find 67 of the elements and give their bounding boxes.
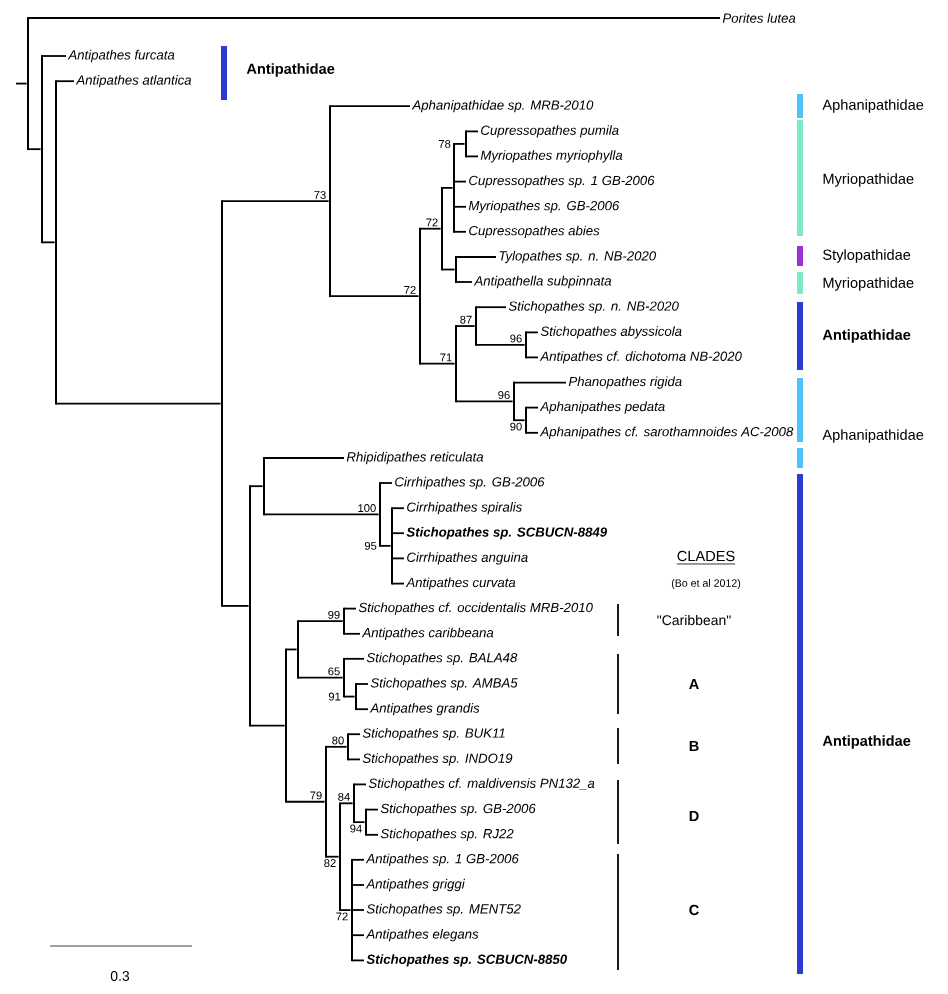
tree-branch bbox=[249, 485, 264, 488]
tree-branch bbox=[453, 143, 466, 145]
tree-branch bbox=[263, 513, 380, 516]
tree-branch bbox=[325, 855, 340, 858]
tree-branch bbox=[455, 400, 514, 403]
tree-branch bbox=[419, 362, 456, 365]
tree-branch bbox=[221, 605, 250, 607]
tree-branch bbox=[347, 758, 361, 761]
tree-branch bbox=[329, 295, 420, 298]
tree-branch bbox=[379, 544, 392, 547]
tree-branch bbox=[351, 909, 365, 911]
tree-branch bbox=[41, 241, 56, 244]
tree-branch bbox=[513, 419, 526, 422]
tree-branch bbox=[343, 607, 357, 610]
tree-branch bbox=[365, 833, 379, 836]
tree-branch bbox=[351, 934, 365, 937]
tree-branch bbox=[355, 683, 369, 685]
tree-branch bbox=[285, 648, 298, 651]
tree-branch bbox=[343, 657, 365, 660]
tree-branch bbox=[391, 582, 405, 585]
tree-branch bbox=[441, 268, 456, 271]
tree-branch bbox=[353, 821, 366, 824]
tree-branch bbox=[297, 620, 344, 623]
tree-branch bbox=[391, 507, 405, 510]
tree-branch bbox=[347, 733, 361, 736]
tree-branch bbox=[55, 402, 222, 405]
tree-branch bbox=[465, 155, 479, 158]
tree-branch bbox=[329, 105, 411, 108]
tree-branch bbox=[351, 884, 365, 886]
tree-branch bbox=[343, 695, 356, 698]
tree-branch bbox=[379, 482, 393, 484]
tree-branch bbox=[41, 55, 67, 57]
tree-branch bbox=[455, 325, 476, 327]
tree-branch bbox=[453, 230, 467, 233]
tree-branch bbox=[513, 381, 567, 384]
tree-branch bbox=[285, 800, 326, 803]
tree-branch bbox=[365, 808, 379, 811]
tree-branch bbox=[391, 532, 405, 535]
tree-branch bbox=[475, 344, 526, 346]
tree-branch bbox=[339, 909, 352, 911]
tree-branch bbox=[455, 281, 473, 283]
tree-branch bbox=[221, 200, 330, 203]
tree-branch bbox=[465, 130, 479, 133]
tree-branch bbox=[339, 802, 354, 805]
tree-branch bbox=[525, 431, 539, 434]
tree-branch bbox=[249, 724, 286, 727]
tree-branch bbox=[343, 632, 361, 635]
tree-branch bbox=[351, 959, 365, 962]
tree-branch bbox=[441, 187, 454, 189]
tree-branch bbox=[525, 356, 539, 359]
tree-branch bbox=[263, 457, 345, 459]
tree-branch bbox=[391, 557, 405, 560]
tree-branch bbox=[455, 256, 497, 258]
tree-branch bbox=[325, 745, 348, 748]
tree-branch bbox=[27, 148, 42, 151]
tree-branch bbox=[525, 406, 539, 409]
tree-branch bbox=[55, 80, 75, 83]
tree-branch bbox=[453, 180, 467, 183]
tree-branch bbox=[419, 227, 442, 230]
tree-branch bbox=[353, 783, 367, 786]
tree-branch bbox=[475, 306, 507, 309]
tree-branch bbox=[351, 858, 365, 861]
tree-branch bbox=[525, 331, 539, 334]
tree-branch bbox=[27, 17, 721, 19]
tree-branch bbox=[355, 708, 369, 711]
tree-branch bbox=[297, 676, 344, 679]
tree-branch bbox=[453, 205, 467, 208]
